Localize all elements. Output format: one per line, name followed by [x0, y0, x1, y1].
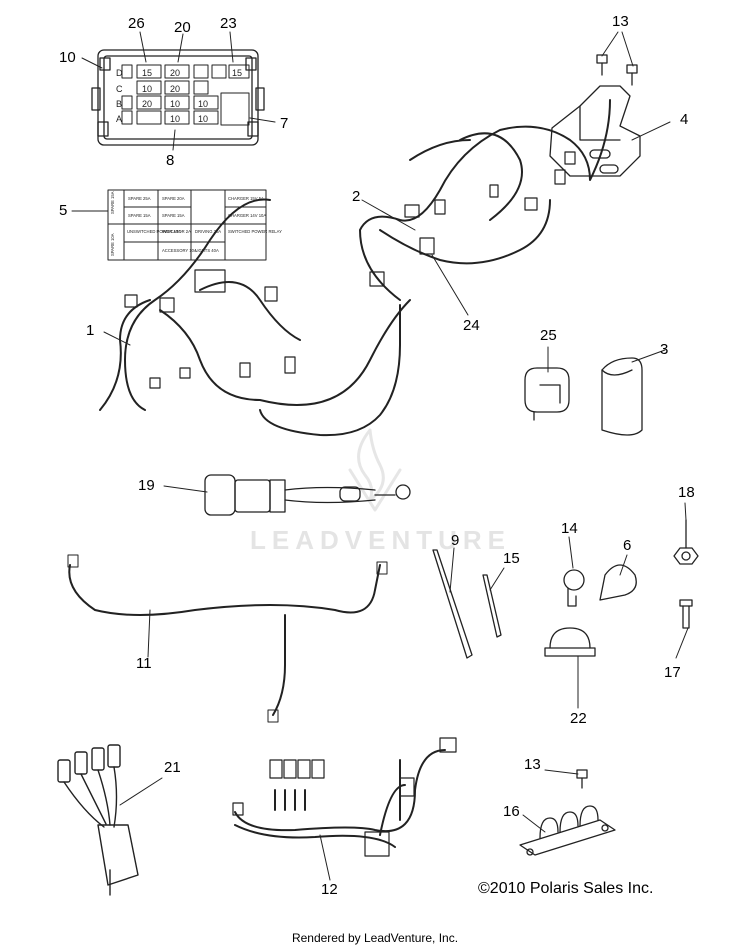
callout-18: 18 — [678, 484, 695, 501]
fuse-label-cell: SPARE 15A — [162, 213, 185, 218]
leader-lines — [71, 31, 689, 881]
fuse-row-label: A — [116, 114, 122, 124]
fuse-rating: 20 — [170, 68, 180, 78]
fuse-label-cell: CHARGER 15V 5A — [228, 196, 264, 201]
fuse-label-cell: SPARE 15A — [128, 213, 151, 218]
fuse-label-decal — [107, 189, 267, 261]
cable-tie-9 — [432, 549, 473, 659]
cable-tie-15 — [482, 574, 502, 638]
fuse-label-column: SPARE 10A — [110, 233, 115, 256]
callout-19: 19 — [138, 477, 155, 494]
sleeve-3 — [601, 357, 643, 436]
fuse-label-cell: SPARE 20A — [162, 196, 185, 201]
callout-4: 4 — [680, 111, 689, 128]
fuse-row-label: C — [116, 84, 123, 94]
callout-24: 24 — [463, 317, 480, 334]
fuse-label-cell: DRIVING 20A — [195, 229, 221, 234]
holder-16 — [519, 805, 616, 856]
callout-5: 5 — [59, 202, 68, 219]
callout-17: 17 — [664, 664, 681, 681]
screw-13-bottom — [576, 769, 588, 789]
fuse-label-column: SPARE 15A — [110, 191, 115, 214]
callout-9: 9 — [451, 532, 460, 549]
main-harness — [99, 99, 611, 437]
callout-21: 21 — [164, 759, 181, 776]
fuse-rating: 10 — [170, 114, 180, 124]
fuse-rating: 20 — [142, 99, 152, 109]
callout-1: 1 — [86, 322, 95, 339]
callout-15: 15 — [503, 550, 520, 567]
fuse-box-text: D C B A 15 20 15 10 20 20 10 10 10 10 — [116, 68, 242, 124]
fuse-label-cell: LIGHTS 40A — [195, 248, 219, 253]
fuse-label-cell: SWITCHED POWER RELAY — [228, 229, 282, 234]
callout-16: 16 — [503, 803, 520, 820]
fuse-rating: 15 — [142, 68, 152, 78]
callout-6: 6 — [623, 537, 632, 554]
screw-13-top — [596, 54, 638, 86]
nut-18 — [673, 519, 699, 565]
fuse-rating: 10 — [170, 99, 180, 109]
fuse-rating: 15 — [232, 68, 242, 78]
callout-3: 3 — [660, 341, 669, 358]
copyright-notice: ©2010 Polaris Sales Inc. — [478, 880, 654, 897]
fuse-label-cell: UNSWITCHED POWER 10A — [127, 229, 181, 234]
fuse-label-cell: CHARGER 14V 10A — [228, 213, 266, 218]
callout-22: 22 — [570, 710, 587, 727]
callout-8: 8 — [166, 152, 175, 169]
fuse-label-cell: SPARE 25A — [128, 196, 151, 201]
fuse-label-cell: ACCESSORY 10A — [162, 248, 197, 253]
fuse-rating: 10 — [142, 84, 152, 94]
harness-12 — [234, 749, 446, 848]
callout-7: 7 — [280, 115, 289, 132]
bolt-17 — [679, 599, 693, 629]
fuse-label-text: SPARE 15A SPARE 10A SPARE 25A SPARE 20A … — [110, 191, 282, 256]
callout-20: 20 — [174, 19, 191, 36]
footer-credit: Rendered by LeadVenture, Inc. — [291, 931, 459, 945]
callout-25: 25 — [540, 327, 557, 344]
clip-6 — [599, 564, 637, 601]
harness-11 — [67, 554, 388, 723]
connector-pigtail-21 — [57, 744, 139, 896]
bracket — [549, 85, 641, 177]
ignition-switch — [204, 474, 411, 516]
watermark: LEADVENTURE — [250, 525, 512, 555]
callout-13-bottom: 13 — [524, 756, 541, 773]
harness-connectors — [124, 151, 576, 389]
fuse-rating: 20 — [170, 84, 180, 94]
fuse-box — [91, 49, 265, 146]
fuse-row-label: D — [116, 68, 123, 78]
fuse-label-cell: INDICATOR 2A — [162, 229, 191, 234]
fuse-rating: 10 — [198, 114, 208, 124]
clamp-14 — [563, 569, 585, 607]
fuse-row-label: B — [116, 99, 122, 109]
callout-11: 11 — [136, 655, 152, 672]
callout-10: 10 — [59, 49, 76, 66]
callout-13-top: 13 — [612, 13, 629, 30]
fuse-rating: 10 — [198, 99, 208, 109]
callout-14: 14 — [561, 520, 578, 537]
connector-25 — [524, 367, 570, 421]
callout-26: 26 — [128, 15, 145, 32]
callout-23: 23 — [220, 15, 237, 32]
harness-12-connectors — [232, 737, 457, 857]
callout-12: 12 — [321, 881, 338, 898]
watermark-logo — [348, 428, 402, 512]
callout-2: 2 — [352, 188, 361, 205]
p-clip-22 — [544, 627, 596, 657]
